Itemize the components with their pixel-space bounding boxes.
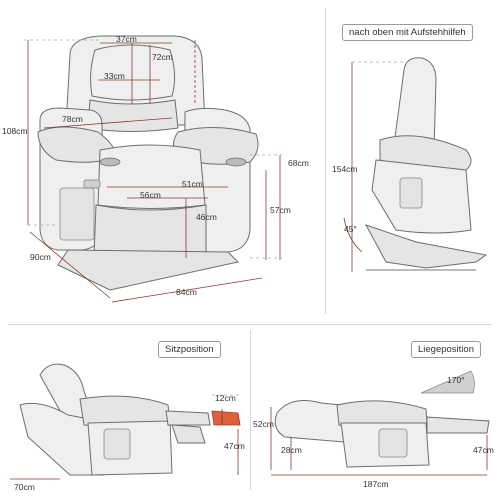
divider-horizontal bbox=[8, 324, 492, 325]
dim-68cm: 68cm bbox=[288, 158, 309, 168]
dim-84cm: 84cm bbox=[176, 287, 197, 297]
dim-56cm: 56cm bbox=[140, 190, 161, 200]
dim-72cm: 72cm bbox=[152, 52, 173, 62]
dim-90cm: 90cm bbox=[30, 252, 51, 262]
lying-dim-187cm: 187cm bbox=[363, 479, 389, 489]
front-view-drawing bbox=[24, 35, 282, 303]
dim-57cm: 57cm bbox=[270, 205, 291, 215]
lift-title: nach oben mit Aufstehhilfeh bbox=[342, 24, 473, 41]
front-view-panel: 37cm 72cm 33cm 78cm 51cm 56cm 46cm 108cm… bbox=[0, 0, 325, 320]
dim-46cm: 46cm bbox=[196, 212, 217, 222]
divider-vertical-top bbox=[325, 8, 326, 314]
sitting-title: Sitzposition bbox=[158, 341, 221, 358]
lift-drawing bbox=[343, 57, 488, 272]
sitting-view-panel: Sitzposition 12cm 47cm 70cm bbox=[0, 325, 250, 500]
sitting-drawing bbox=[10, 363, 241, 480]
dim-33cm: 33cm bbox=[104, 71, 125, 81]
sitting-dim-12cm: 12cm bbox=[215, 393, 236, 403]
dim-108cm: 108cm bbox=[2, 126, 28, 136]
dim-37cm: 37cm bbox=[116, 34, 137, 44]
sitting-dim-47cm: 47cm bbox=[224, 441, 245, 451]
sitting-dim-70cm: 70cm bbox=[14, 482, 35, 492]
lying-view-panel: Liegeposition 170° 52cm 28cm 47cm 187cm bbox=[251, 325, 500, 500]
lying-dim-170deg: 170° bbox=[447, 375, 465, 385]
lying-title: Liegeposition bbox=[411, 341, 481, 358]
dim-78cm: 78cm bbox=[62, 114, 83, 124]
lift-view-panel: nach oben mit Aufstehhilfeh 154cm 45° bbox=[326, 0, 500, 320]
lift-dim-154cm: 154cm bbox=[332, 164, 358, 174]
lying-drawing bbox=[270, 370, 490, 476]
dim-51cm: 51cm bbox=[182, 179, 203, 189]
lying-dim-47cm: 47cm bbox=[473, 445, 494, 455]
lying-dim-52cm: 52cm bbox=[253, 419, 274, 429]
lying-dim-28cm: 28cm bbox=[281, 445, 302, 455]
lift-dim-45deg: 45° bbox=[344, 224, 357, 234]
divider-vertical-bottom bbox=[250, 330, 251, 490]
